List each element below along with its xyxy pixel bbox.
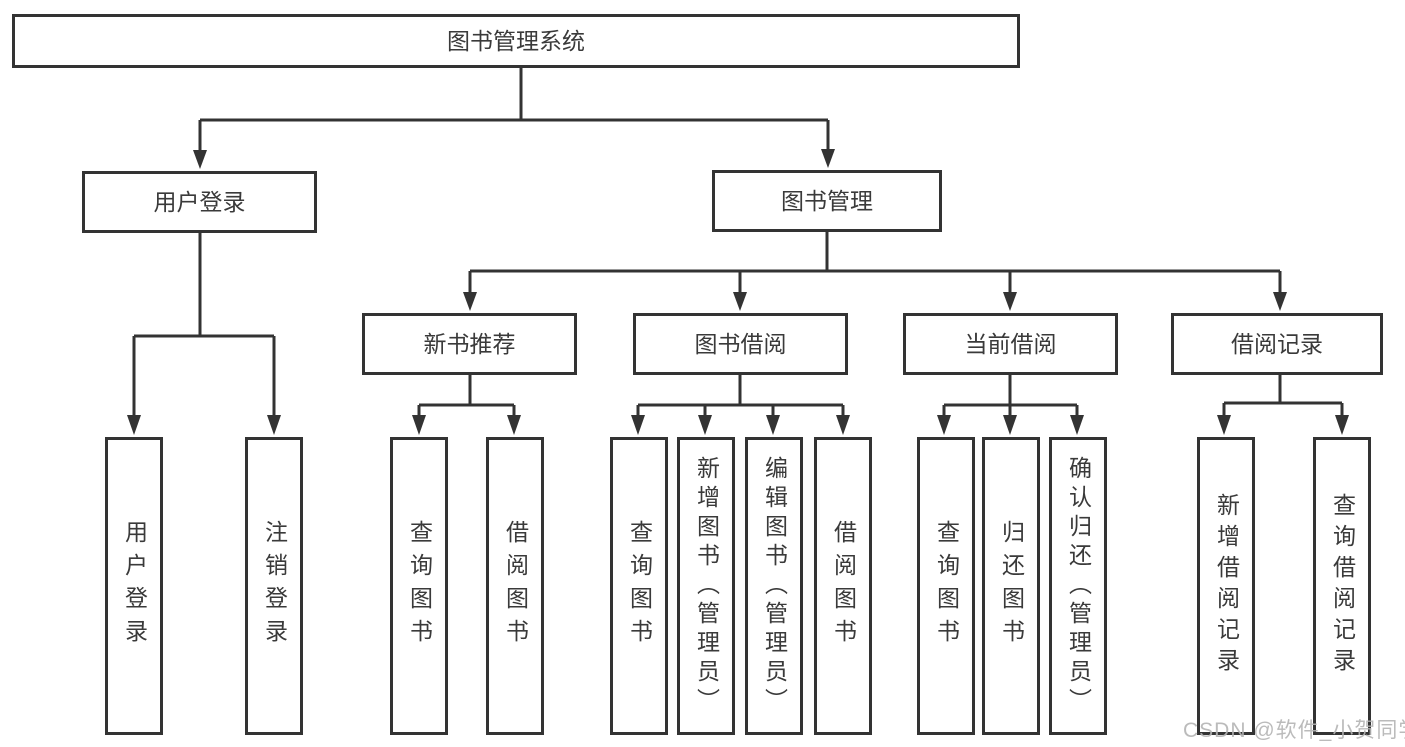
connector-userlogin-to-leaves [127,233,281,435]
leaf-borrow-borrow-books: 借阅图书 [814,437,872,735]
arrow-down-icon [821,149,835,168]
leaf-newrec-borrow-books: 借阅图书 [486,437,544,735]
arrow-down-icon [698,415,712,435]
leaf-records-query-record: 查询借阅记录 [1313,437,1371,735]
leaf-borrow-borrow-books-label: 借阅图书 [830,520,857,652]
leaf-borrow-edit-books-admin-label: 编辑图书（管理员） [761,455,788,717]
arrow-down-icon [937,415,951,435]
leaf-current-return-books: 归还图书 [982,437,1040,735]
node-current-borrow: 当前借阅 [903,313,1118,375]
leaf-current-query-books-label: 查询图书 [933,520,960,652]
leaf-user-login-label: 用户登录 [121,520,148,652]
connector-bookmgmt-to-level2 [463,232,1287,311]
node-new-book-recommend-label: 新书推荐 [423,330,516,357]
leaf-current-confirm-return-admin-label: 确认归还（管理员） [1065,455,1092,717]
leaf-newrec-borrow-books-label: 借阅图书 [502,520,529,652]
arrow-down-icon [1003,292,1017,311]
node-root-label: 图书管理系统 [447,27,585,54]
leaf-current-query-books: 查询图书 [917,437,975,735]
arrow-down-icon [1335,415,1349,435]
node-current-borrow-label: 当前借阅 [964,330,1057,357]
leaf-borrow-query-books-label: 查询图书 [626,520,653,652]
leaf-logout-label: 注销登录 [261,520,288,652]
leaf-borrow-add-books-admin: 新增图书（管理员） [677,437,735,735]
node-book-borrow-label: 图书借阅 [694,330,787,357]
leaf-borrow-query-books: 查询图书 [610,437,668,735]
arrow-down-icon [507,415,521,435]
arrow-down-icon [1003,415,1017,435]
node-book-management: 图书管理 [712,170,942,232]
arrow-down-icon [1273,292,1287,311]
leaf-borrow-add-books-admin-label: 新增图书（管理员） [693,455,720,717]
connector-records-to-leaves [1217,375,1349,435]
arrow-down-icon [1217,415,1231,435]
arrow-down-icon [766,415,780,435]
leaf-newrec-query-books: 查询图书 [390,437,448,735]
leaf-current-return-books-label: 归还图书 [998,520,1025,652]
leaf-records-query-record-label: 查询借阅记录 [1329,493,1356,679]
connector-newbook-to-leaves [412,375,521,435]
connector-bookborrow-to-leaves [631,375,850,435]
leaf-user-login: 用户登录 [105,437,163,735]
connector-currentborrow-to-leaves [937,375,1084,435]
arrow-down-icon [412,415,426,435]
node-book-management-label: 图书管理 [781,187,873,214]
node-borrow-records: 借阅记录 [1171,313,1383,375]
arrow-down-icon [836,415,850,435]
arrow-down-icon [463,292,477,311]
leaf-newrec-query-books-label: 查询图书 [406,520,433,652]
csdn-watermark: CSDN @软件_小贺同学 [1183,719,1405,742]
leaf-current-confirm-return-admin: 确认归还（管理员） [1049,437,1107,735]
leaf-records-add-record-label: 新增借阅记录 [1213,493,1240,679]
leaf-records-add-record: 新增借阅记录 [1197,437,1255,735]
arrow-down-icon [127,415,141,435]
leaf-logout: 注销登录 [245,437,303,735]
connector-root-to-level1 [193,68,835,169]
arrow-down-icon [1070,415,1084,435]
arrow-down-icon [631,415,645,435]
leaf-borrow-edit-books-admin: 编辑图书（管理员） [745,437,803,735]
node-user-login-label: 用户登录 [153,188,246,215]
arrow-down-icon [733,292,747,311]
arrow-down-icon [267,415,281,435]
node-borrow-records-label: 借阅记录 [1231,330,1323,357]
node-root: 图书管理系统 [12,14,1020,68]
node-new-book-recommend: 新书推荐 [362,313,577,375]
arrow-down-icon [193,150,207,169]
node-user-login: 用户登录 [82,171,317,233]
node-book-borrow: 图书借阅 [633,313,848,375]
